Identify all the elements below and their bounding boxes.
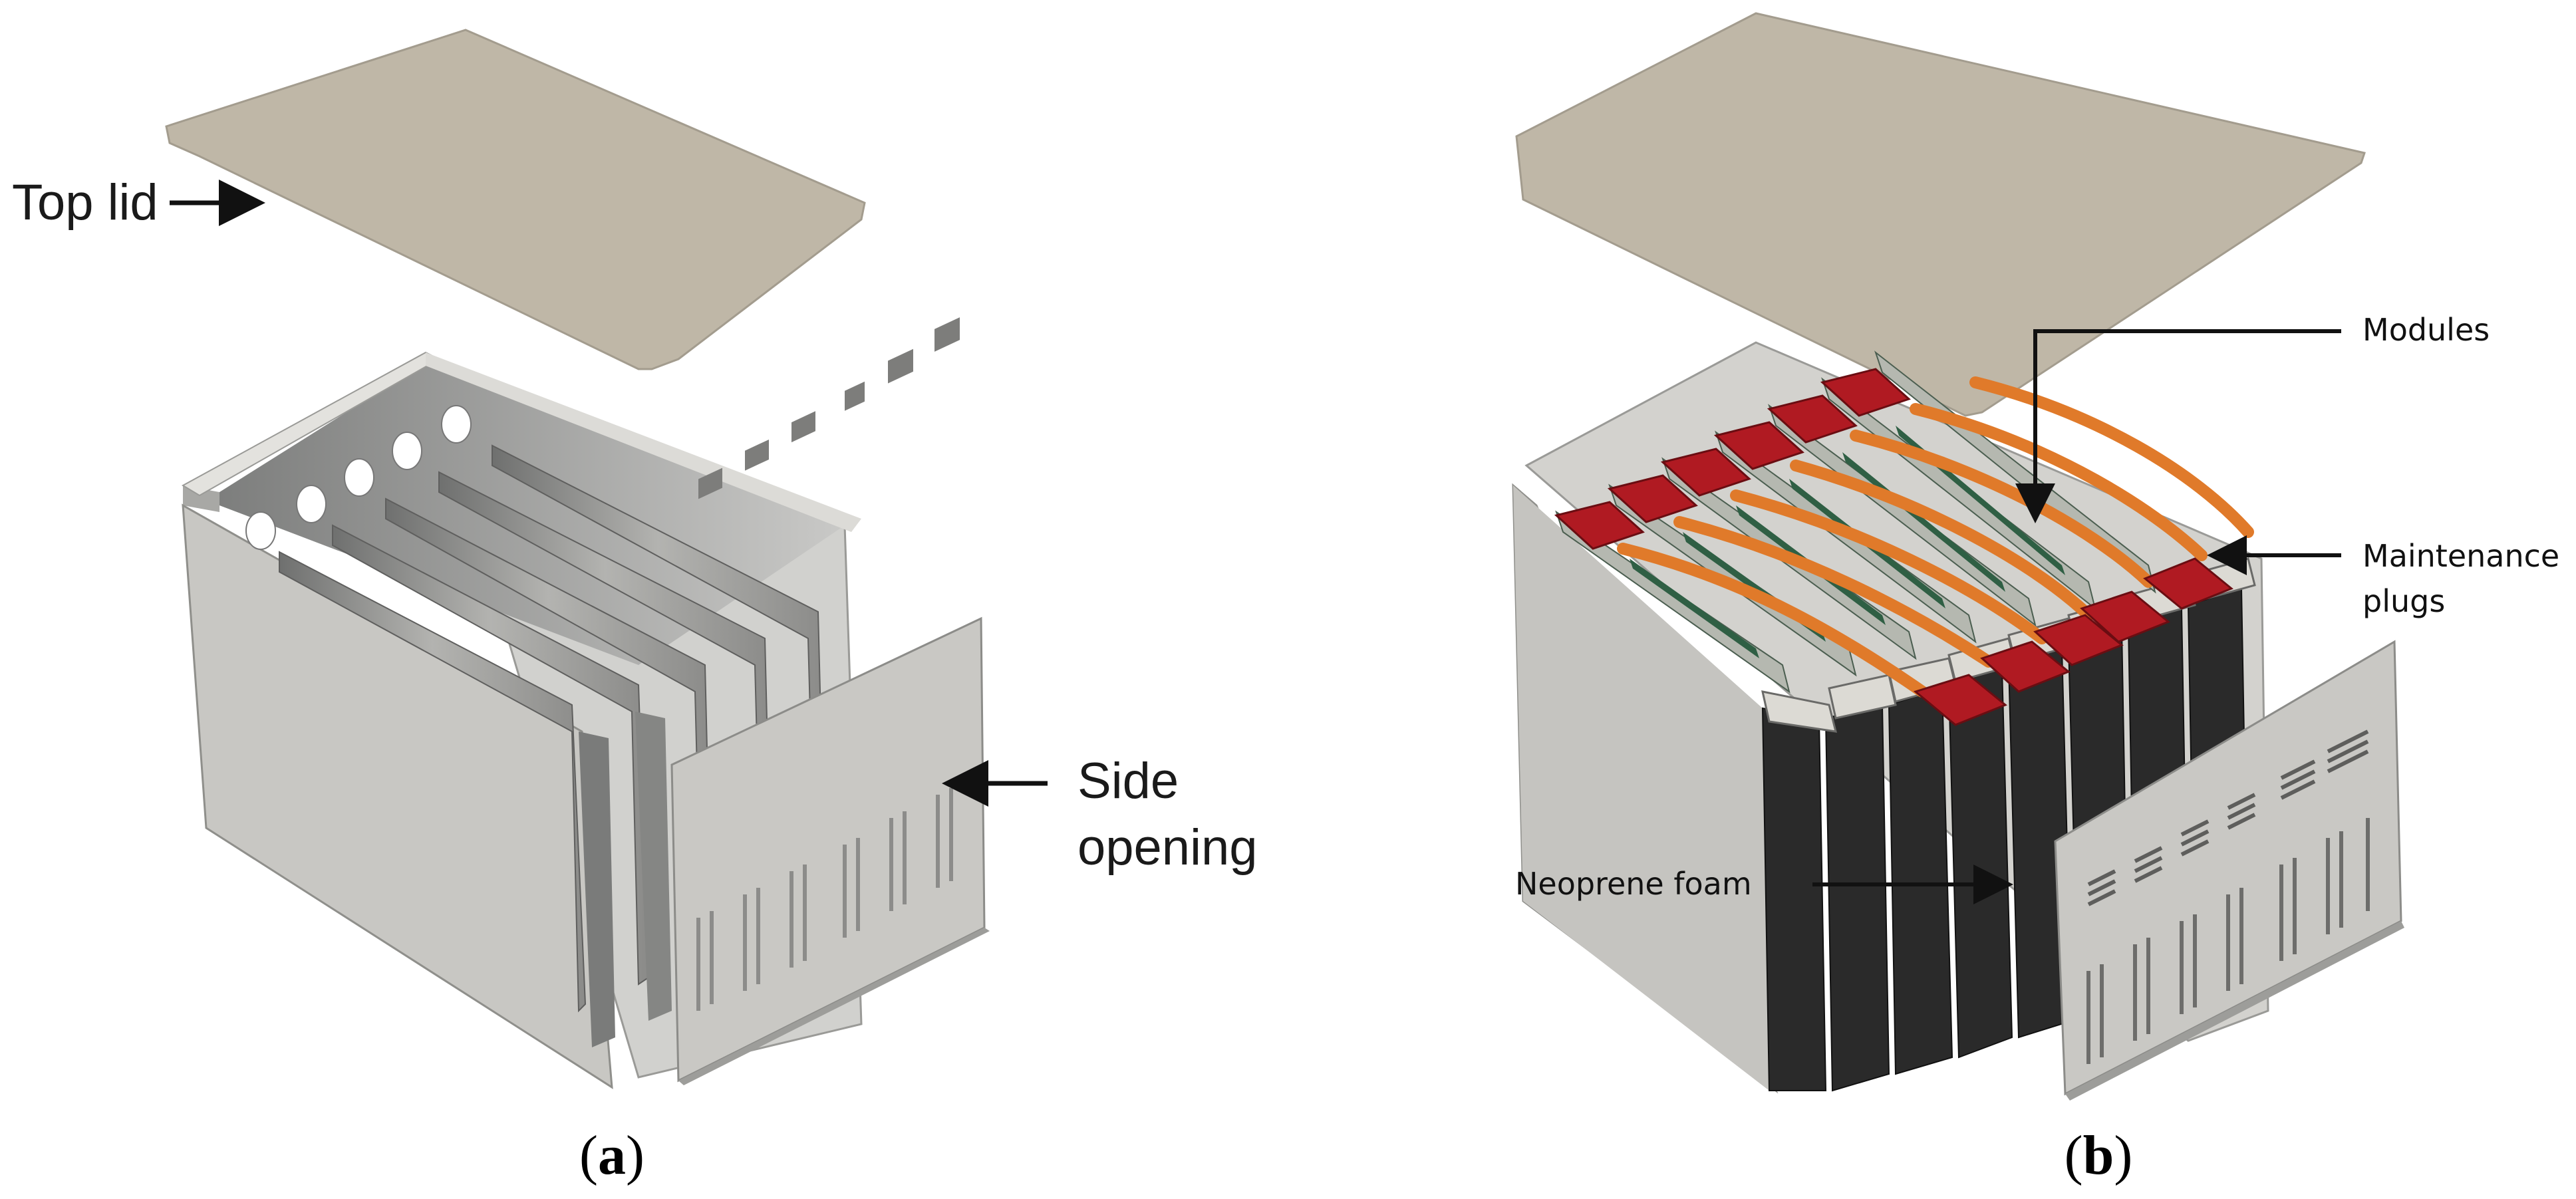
caption-b-close: ) (2114, 1125, 2132, 1186)
red-plug (1820, 368, 1911, 417)
red-plug (2033, 614, 2124, 666)
caption-b-letter: b (2083, 1125, 2114, 1186)
red-plug (1554, 501, 1645, 550)
slot-plates (279, 444, 826, 1047)
red-plug (1607, 474, 1698, 523)
vent-slots-a (698, 317, 960, 499)
side-opening-plate-b (2054, 640, 2404, 1101)
caption-a-open: ( (579, 1125, 598, 1186)
housing-a-interior (219, 362, 845, 665)
vertical-slots-a (696, 788, 953, 1011)
caption-b: (b) (2065, 1125, 2133, 1186)
housing-b-front-main (1513, 485, 1769, 1091)
top-lid-b (1515, 12, 2366, 417)
red-plug (1767, 394, 1858, 444)
vent-slots-b (2087, 730, 2369, 906)
label-side-opening-line2: opening (1077, 819, 1258, 876)
panel-a: Top lid Side opening (a) (12, 29, 1258, 1186)
label-maintenance-line1: Maintenance (2362, 538, 2559, 574)
orange-cables (1617, 376, 2254, 698)
red-plug (1713, 421, 1804, 470)
back-wall-holes (245, 405, 472, 550)
caption-b-open: ( (2065, 1125, 2083, 1186)
label-neoprene: Neoprene foam (1515, 866, 1752, 902)
housing-a-right-rim (426, 352, 861, 532)
red-plug (1660, 448, 1751, 497)
red-plugs (1554, 368, 2233, 726)
red-plug (2080, 591, 2170, 643)
side-opening-plate-a (670, 317, 990, 1085)
caption-a: (a) (579, 1125, 644, 1186)
label-top-lid: Top lid (12, 174, 158, 231)
label-modules: Modules (2362, 312, 2490, 348)
red-plug (1980, 640, 2071, 693)
red-plug (1913, 674, 2007, 726)
label-maintenance-line2: plugs (2362, 583, 2445, 619)
housing-a-left-wall (183, 485, 219, 512)
top-lid-a (165, 29, 866, 370)
caption-a-close: ) (626, 1125, 644, 1186)
vertical-slots-b (2086, 818, 2370, 1064)
caption-a-letter: a (598, 1125, 626, 1186)
arrow-modules (2015, 329, 2341, 523)
label-side-opening-line1: Side (1077, 753, 1179, 809)
panel-b: Modules Maintenance plugs Neoprene foam … (1512, 12, 2559, 1186)
